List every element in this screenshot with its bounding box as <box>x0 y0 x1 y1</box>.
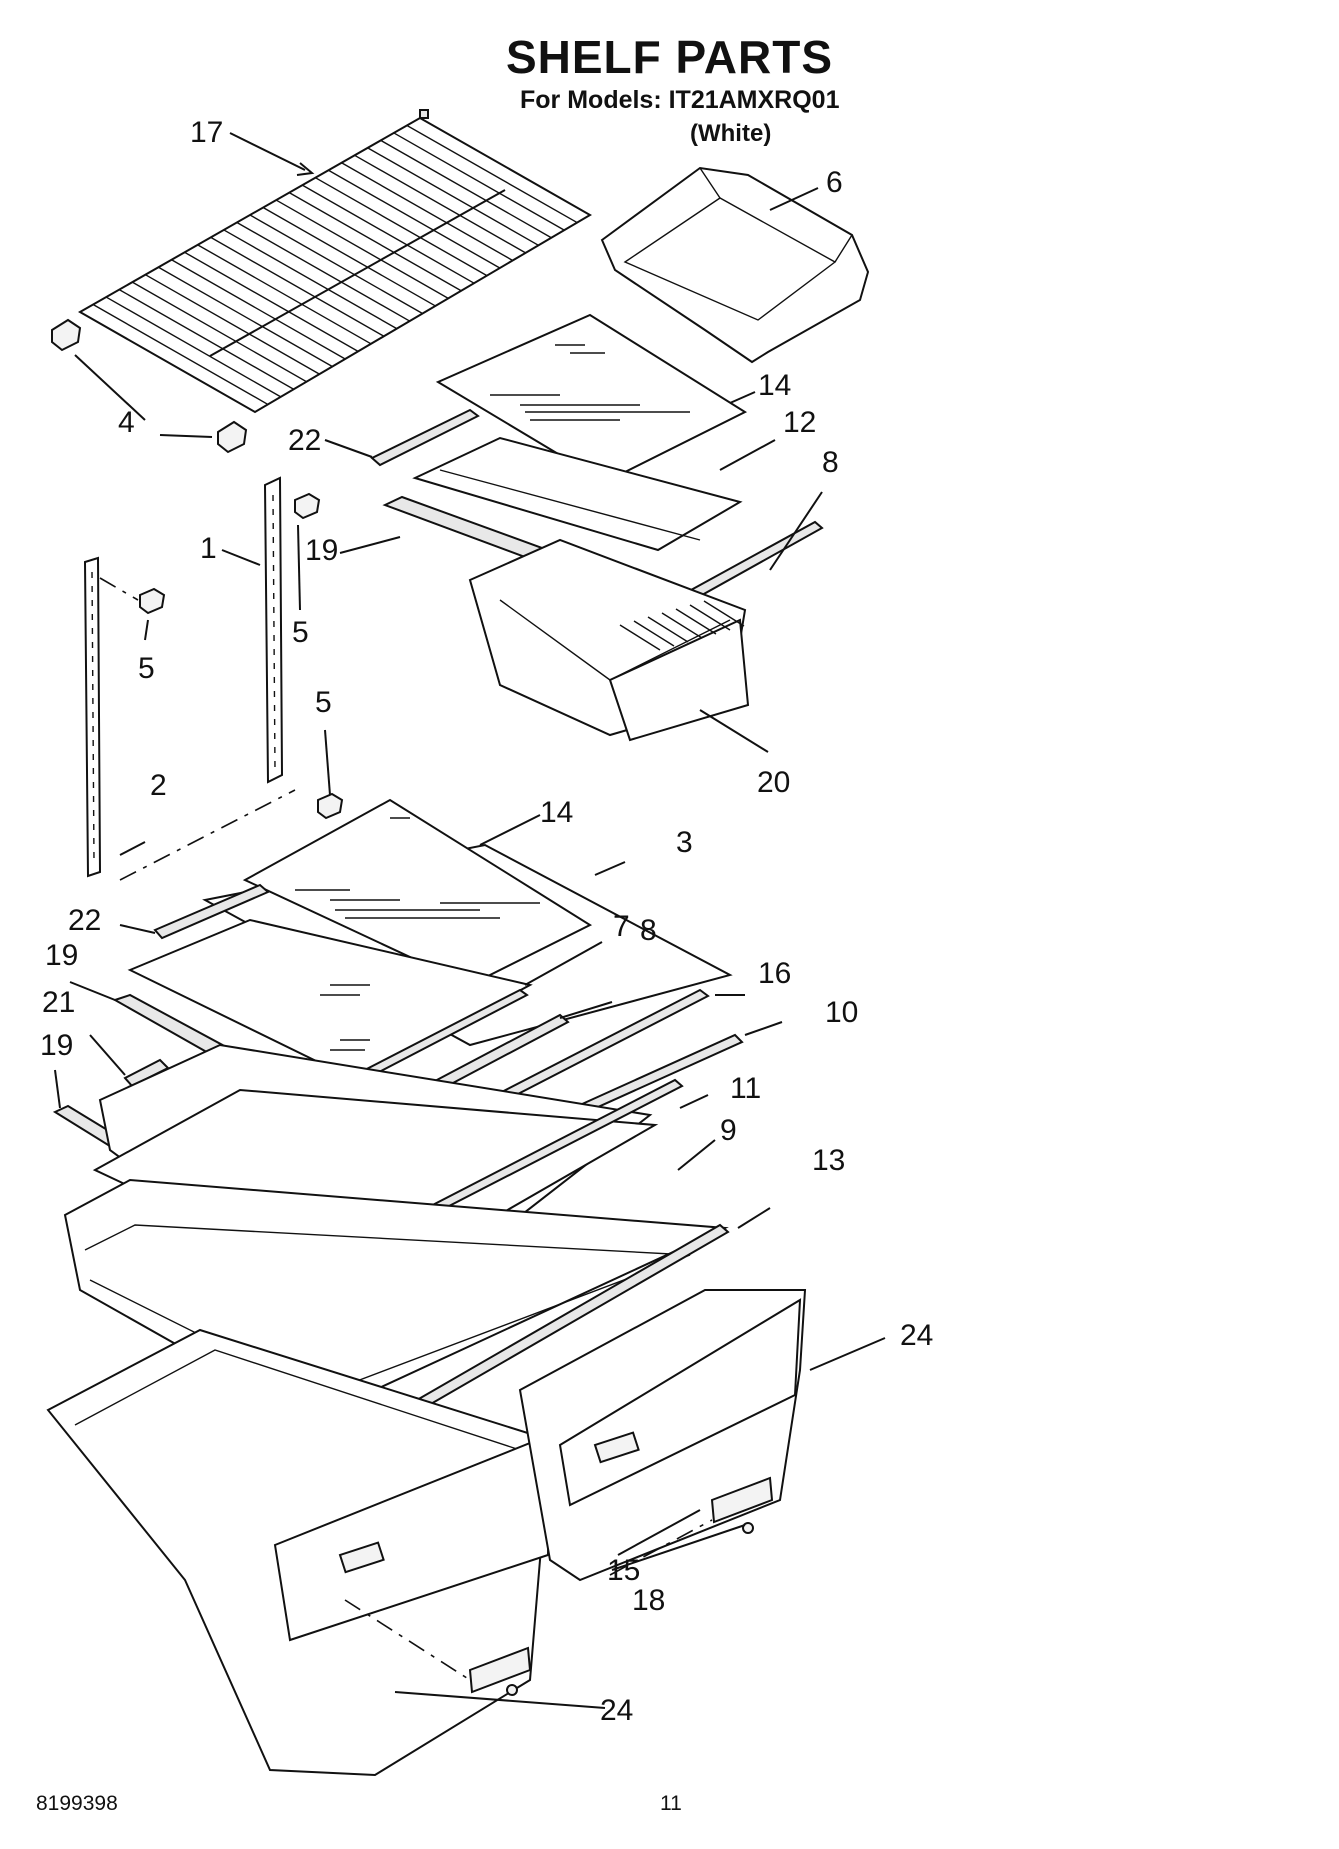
door-bin <box>600 166 870 364</box>
drawer-slide <box>468 1476 774 1696</box>
meat-drawer <box>468 538 750 742</box>
callout-label: 21 <box>42 986 75 1019</box>
callout-label: 11 <box>730 1072 761 1105</box>
callout-label: 19 <box>305 534 338 567</box>
callout-label: 22 <box>68 904 101 937</box>
callout-label: 5 <box>138 652 155 685</box>
callout-label: 17 <box>190 116 223 149</box>
callout-label: 13 <box>812 1144 845 1177</box>
wire-shelf <box>77 109 592 414</box>
shelf-bushing <box>51 318 248 454</box>
callout-label: 12 <box>783 406 816 439</box>
callout-label: 10 <box>825 996 858 1029</box>
callout-label: 5 <box>315 686 332 719</box>
callout-label: 6 <box>826 166 843 199</box>
callout-label: 16 <box>758 957 791 990</box>
page-title: SHELF PARTS <box>505 31 834 83</box>
alignment-line <box>119 789 296 881</box>
color-variant: (White) <box>690 120 772 147</box>
callout-label: 14 <box>540 796 573 829</box>
callout-label: 19 <box>45 939 78 972</box>
callout-label: 4 <box>118 406 135 439</box>
crisper-frame-upper <box>382 436 743 572</box>
callout-label: 22 <box>288 424 321 457</box>
callout-label: 8 <box>640 914 657 947</box>
callout-label: 15 <box>607 1554 640 1587</box>
page-number: 11 <box>660 1792 682 1815</box>
callout-label: 3 <box>676 826 693 859</box>
alignment-line <box>344 1599 471 1681</box>
callout-label: 1 <box>200 532 217 565</box>
callout-label: 18 <box>632 1584 665 1617</box>
shelf-trim <box>370 408 480 467</box>
shelf-trim <box>153 883 270 940</box>
callout-label: 2 <box>150 769 167 802</box>
crisper-drawer-left <box>46 1328 552 1777</box>
glass-shelf-upper <box>435 313 748 484</box>
callout-label: 9 <box>720 1114 737 1147</box>
shelf-ladder-right <box>263 476 284 784</box>
crisper-drawer-right <box>518 1289 807 1582</box>
callout-label: 20 <box>757 766 790 799</box>
callout-label: 7 <box>613 910 630 943</box>
callout-label: 24 <box>600 1694 633 1727</box>
alignment-line <box>99 577 139 601</box>
callout-label: 5 <box>292 616 309 649</box>
callout-leaders <box>54 132 886 1709</box>
callout-label: 24 <box>900 1319 933 1352</box>
callout-label: 8 <box>822 446 839 479</box>
document-number: 8199398 <box>36 1792 118 1815</box>
shelf-ladder-left <box>83 556 102 878</box>
callout-label: 19 <box>40 1029 73 1062</box>
callout-labels: 17 6 4 4 14 22 12 8 1 19 5 5 5 20 2 14 3… <box>40 116 933 1727</box>
callout-label: 14 <box>758 369 791 402</box>
model-number: For Models: IT21AMXRQ01 <box>520 86 840 114</box>
glass-shelf-lower <box>242 798 593 987</box>
mounting-screw <box>139 492 344 820</box>
